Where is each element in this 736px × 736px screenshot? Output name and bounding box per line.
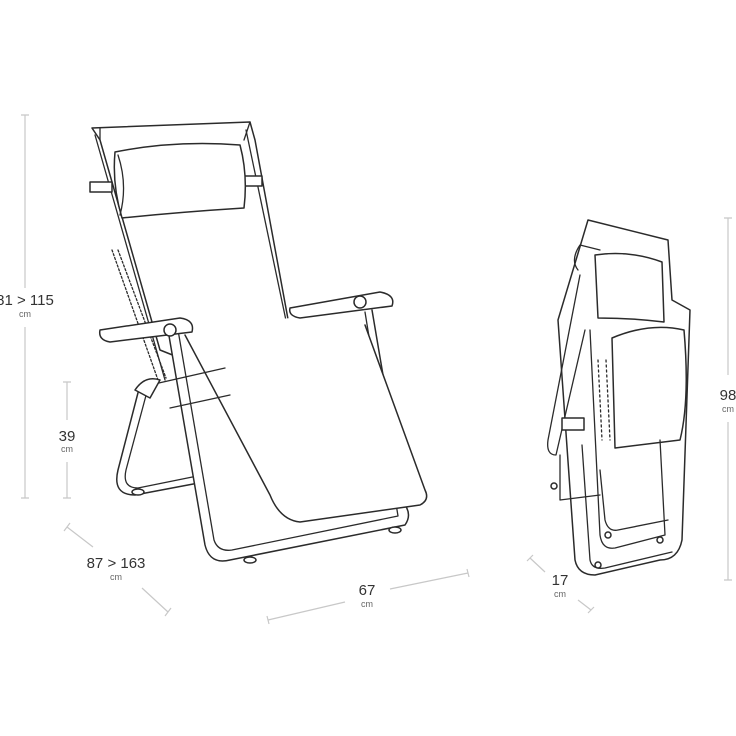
dimension-value: 39 (59, 428, 76, 445)
folded-seat-panel (611, 326, 687, 449)
dimension-folded-height: 98 cm (720, 217, 736, 581)
dimension-value: 81 > 115 (0, 292, 54, 309)
dimension-seat-height: 39 cm (59, 381, 76, 499)
armrest-right (288, 291, 394, 319)
dimension-value: 17 (552, 572, 569, 589)
dimension-value: 98 (720, 387, 736, 404)
backrest-strap-left (89, 181, 113, 193)
lock-handle (134, 378, 161, 399)
folded-headrest (594, 252, 665, 323)
headrest-pillow (113, 142, 247, 219)
dimension-unit: cm (554, 589, 566, 599)
dimension-depth: 87 > 163 cm (63, 522, 172, 617)
elastic-cord (111, 249, 167, 381)
dimension-value: 67 (359, 582, 376, 599)
rear-cross-frame (184, 324, 428, 523)
dimension-unit: cm (110, 572, 122, 582)
dimension-unit: cm (722, 404, 734, 414)
folded-strap (561, 417, 585, 431)
dimension-unit: cm (19, 309, 31, 319)
dimension-width: 67 cm (266, 568, 470, 625)
dimension-value: 87 > 163 (87, 555, 146, 572)
dimension-folded-thickness: 17 cm (526, 554, 595, 614)
reclining-chair-drawing (89, 121, 428, 564)
dimension-height-reclining: 81 > 115 cm (0, 114, 54, 499)
dimension-unit: cm (61, 444, 73, 454)
folded-chair-drawing (547, 219, 691, 576)
dimension-unit: cm (361, 599, 373, 609)
